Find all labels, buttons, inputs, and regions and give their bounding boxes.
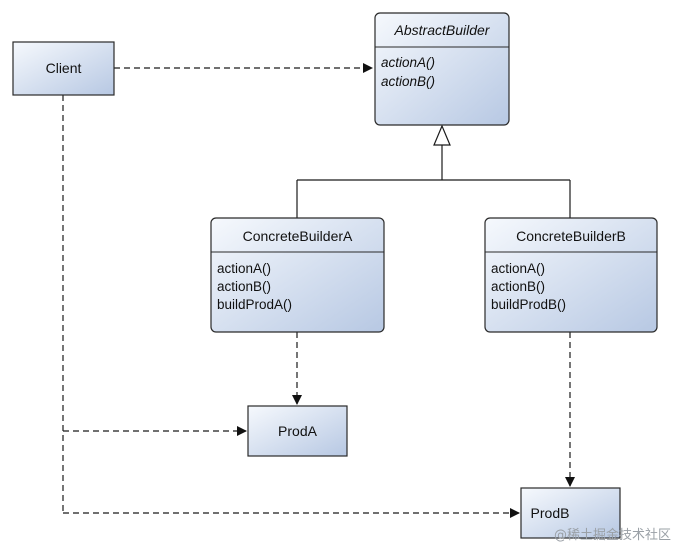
concretebuilderb-method: actionA() [491,261,545,276]
concretebuildera-name: ConcreteBuilderA [243,228,353,244]
inheritance-triangle-icon [433,124,451,146]
prodb-box: ProdB [520,487,621,539]
concretebuilderb-name: ConcreteBuilderB [516,228,626,244]
abstractbuilder-method: actionB() [381,74,435,89]
concretebuildera-method: buildProdA() [217,297,292,312]
concretebuildera-method: actionA() [217,261,271,276]
concretebuilderb-method: buildProdB() [491,297,566,312]
client-box: Client [12,41,115,96]
abstractbuilder-method: actionA() [381,55,435,70]
concretebuildera-method: actionB() [217,279,271,294]
abstractbuilder-name: AbstractBuilder [394,22,491,38]
abstractbuilder-class: AbstractBuilder actionA() actionB() [374,12,510,126]
concretebuilderb-method: actionB() [491,279,545,294]
prodb-label: ProdB [531,505,570,521]
connectors [62,63,575,518]
proda-box: ProdA [247,405,348,457]
concretebuildera-class: ConcreteBuilderA actionA() actionB() bui… [210,217,385,333]
concretebuilderb-class: ConcreteBuilderB actionA() actionB() bui… [484,217,658,333]
proda-label: ProdA [278,423,318,439]
watermark-text: @稀土掘金技术社区 [553,528,671,543]
client-label: Client [46,60,82,76]
